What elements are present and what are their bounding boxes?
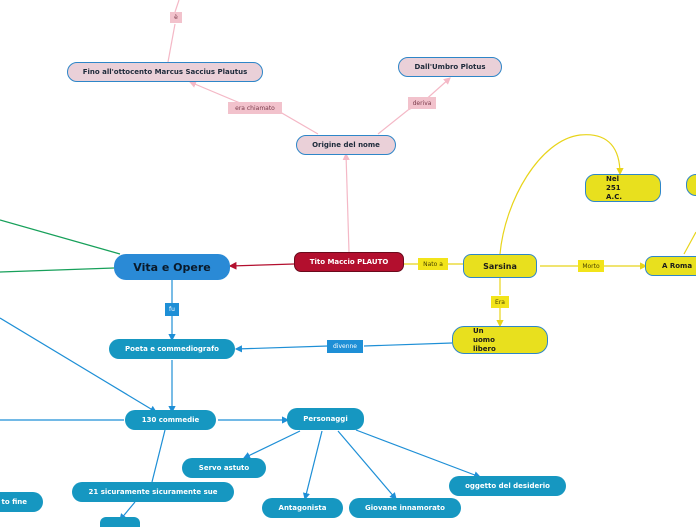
node-un-uomo-libero[interactable]: Un uomo libero <box>452 326 548 354</box>
node-dall-umbro-plotus[interactable]: Dall'Umbro Plotus <box>398 57 502 77</box>
node-personaggi[interactable]: Personaggi <box>287 408 364 430</box>
label-divenne: divenne <box>327 340 363 353</box>
label-era: Era <box>491 296 509 308</box>
node-nel-251[interactable]: Nel 251 A.C. <box>585 174 661 202</box>
node-lieto-fine[interactable]: to fine <box>0 492 43 512</box>
node-sarsina[interactable]: Sarsina <box>463 254 537 278</box>
label-e: è <box>170 12 182 23</box>
node-offscreen-blue[interactable] <box>100 517 140 527</box>
label-fu: fu <box>165 303 179 316</box>
node-tito-maccio-plauto[interactable]: Tito Maccio PLAUTO <box>294 252 404 272</box>
node-oggetto-del-desiderio[interactable]: oggetto del desiderio <box>449 476 566 496</box>
label-nato-a: Nato a <box>418 258 448 270</box>
node-poeta-e-commediografo[interactable]: Poeta e commediografo <box>109 339 235 359</box>
node-servo-astuto[interactable]: Servo astuto <box>182 458 266 478</box>
label-morto: Morto <box>578 260 604 272</box>
node-130-commedie[interactable]: 130 commedie <box>125 410 216 430</box>
node-vita-e-opere[interactable]: Vita e Opere <box>114 254 230 280</box>
node-giovane-innamorato[interactable]: Giovane innamorato <box>349 498 461 518</box>
node-21-sicuramente[interactable]: 21 sicuramente sicuramente sue <box>72 482 234 502</box>
node-a-roma[interactable]: A Roma <box>645 256 696 276</box>
node-fino-all-ottocento[interactable]: Fino all'ottocento Marcus Saccius Plautu… <box>67 62 263 82</box>
node-antagonista[interactable]: Antagonista <box>262 498 343 518</box>
label-era-chiamato: era chiamato <box>228 102 282 114</box>
label-deriva: deriva <box>408 97 436 109</box>
node-origine-del-nome[interactable]: Origine del nome <box>296 135 396 155</box>
